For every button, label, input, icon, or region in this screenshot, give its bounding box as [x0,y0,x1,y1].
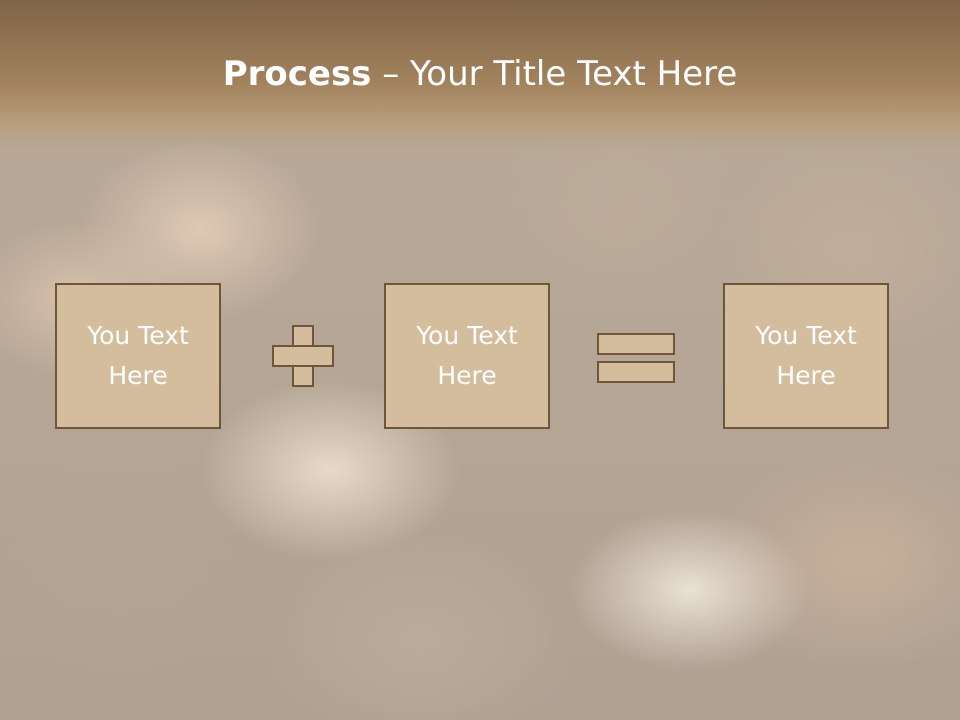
title-bold: Process [222,54,372,94]
process-box-2[interactable]: You Text Here [384,283,550,429]
process-box-1[interactable]: You Text Here [55,283,221,429]
title-rest: – Your Title Text Here [371,54,738,94]
process-box-3[interactable]: You Text Here [723,283,889,429]
process-box-1-text: You Text Here [87,321,189,390]
process-box-3-text: You Text Here [755,321,857,390]
process-box-2-text: You Text Here [416,321,518,390]
title-bar [0,0,960,150]
slide-title[interactable]: Process – Your Title Text Here [0,52,960,96]
